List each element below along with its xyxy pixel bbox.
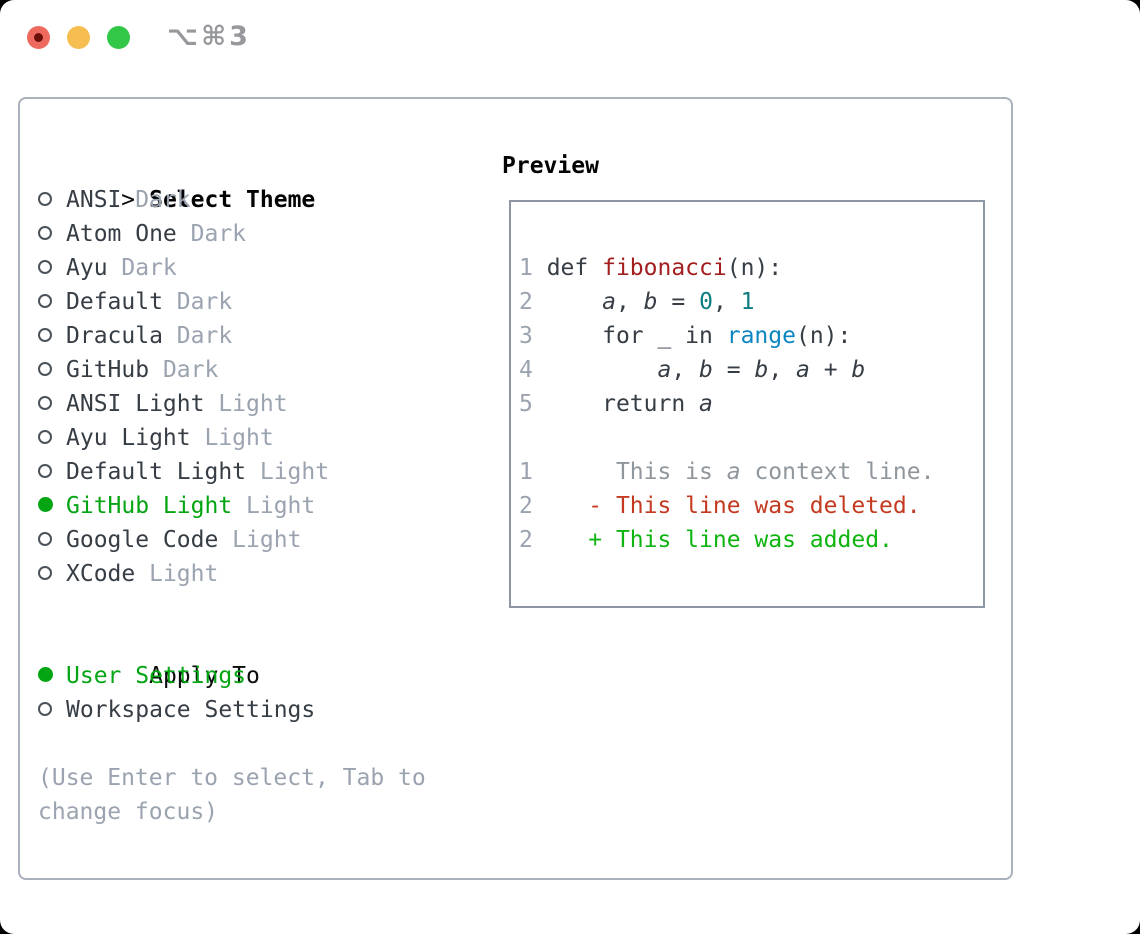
option-label: User Settings [66, 663, 247, 689]
theme-option-dracula[interactable]: Dracula Dark [38, 319, 478, 353]
spacer-row [38, 727, 478, 761]
theme-option-default-light[interactable]: Default Light Light [38, 455, 478, 489]
radio-unselected-icon [38, 353, 66, 387]
theme-variant-label: Dark [121, 187, 191, 213]
apply-option-workspace-settings[interactable]: Workspace Settings [38, 693, 478, 727]
theme-variant-label: Dark [107, 255, 177, 281]
option-label: ANSI [66, 187, 122, 213]
apply-to-header: Apply To [38, 625, 478, 689]
theme-variant-label: Dark [149, 357, 219, 383]
radio-unselected-icon [38, 285, 66, 319]
theme-option-ayu[interactable]: Ayu Dark [38, 251, 478, 285]
theme-variant-label: Light [135, 561, 219, 587]
option-label: Workspace Settings [66, 697, 316, 723]
theme-variant-label: Light [204, 391, 288, 417]
select-theme-title: Select Theme [149, 187, 316, 213]
theme-option-default[interactable]: Default Dark [38, 285, 478, 319]
option-label: XCode [66, 561, 136, 587]
apply-option-user-settings[interactable]: User Settings [38, 659, 478, 693]
theme-option-ansi-light[interactable]: ANSI Light Light [38, 387, 478, 421]
option-label: Atom One [66, 221, 177, 247]
theme-variant-label: Light [218, 527, 302, 553]
preview-title: Preview [502, 153, 599, 179]
close-dot-icon [34, 33, 43, 42]
radio-unselected-icon [38, 251, 66, 285]
apply-to-title: Apply To [149, 663, 260, 689]
spacer-row [38, 591, 478, 625]
option-label: Default [66, 289, 163, 315]
radio-unselected-icon [38, 693, 66, 727]
theme-option-github[interactable]: GitHub Dark [38, 353, 478, 387]
select-theme-header: > Select Theme [38, 149, 478, 213]
radio-unselected-icon [38, 183, 66, 217]
theme-variant-label: Dark [162, 289, 233, 315]
radio-selected-icon [38, 489, 66, 523]
radio-unselected-icon [38, 557, 66, 591]
radio-unselected-icon [38, 455, 66, 489]
minimize-button[interactable] [67, 26, 90, 49]
theme-option-atom-one[interactable]: Atom One Dark [38, 217, 478, 251]
option-label: ANSI Light [66, 391, 205, 417]
radio-selected-icon [38, 659, 66, 693]
zoom-button[interactable] [107, 26, 130, 49]
radio-unselected-icon [38, 319, 66, 353]
theme-variant-label: Light [246, 459, 330, 485]
theme-option-github-light[interactable]: GitHub Light Light [38, 489, 478, 523]
option-label: Ayu Light [66, 425, 191, 451]
window-shortcut-label: ⌥⌘3 [167, 21, 251, 52]
theme-option-google-code[interactable]: Google Code Light [38, 523, 478, 557]
theme-option-xcode[interactable]: XCode Light [38, 557, 478, 591]
theme-option-ayu-light[interactable]: Ayu Light Light [38, 421, 478, 455]
radio-unselected-icon [38, 217, 66, 251]
preview-box: 1 def fibonacci(n): 2 a, b = 0, 1 3 for … [509, 200, 985, 608]
theme-option-ansi[interactable]: ANSI Dark [38, 183, 478, 217]
option-label: GitHub Light [66, 493, 233, 519]
preview-code: 1 def fibonacci(n): 2 a, b = 0, 1 3 for … [519, 255, 935, 553]
theme-variant-label: Dark [176, 221, 247, 247]
close-button[interactable] [27, 26, 50, 49]
option-label: Dracula [66, 323, 163, 349]
selection-prompt-icon: > [121, 187, 135, 213]
help-text-line-1: (Use Enter to select, Tab to [38, 765, 426, 791]
option-label: Google Code [66, 527, 219, 553]
theme-variant-label: Light [190, 425, 274, 451]
help-text-line-2: change focus) [38, 799, 219, 825]
radio-unselected-icon [38, 523, 66, 557]
radio-unselected-icon [38, 387, 66, 421]
option-label: Default Light [66, 459, 247, 485]
radio-unselected-icon [38, 421, 66, 455]
option-label: GitHub [66, 357, 150, 383]
option-label: Ayu [66, 255, 108, 281]
theme-variant-label: Light [232, 493, 316, 519]
theme-variant-label: Dark [162, 323, 233, 349]
